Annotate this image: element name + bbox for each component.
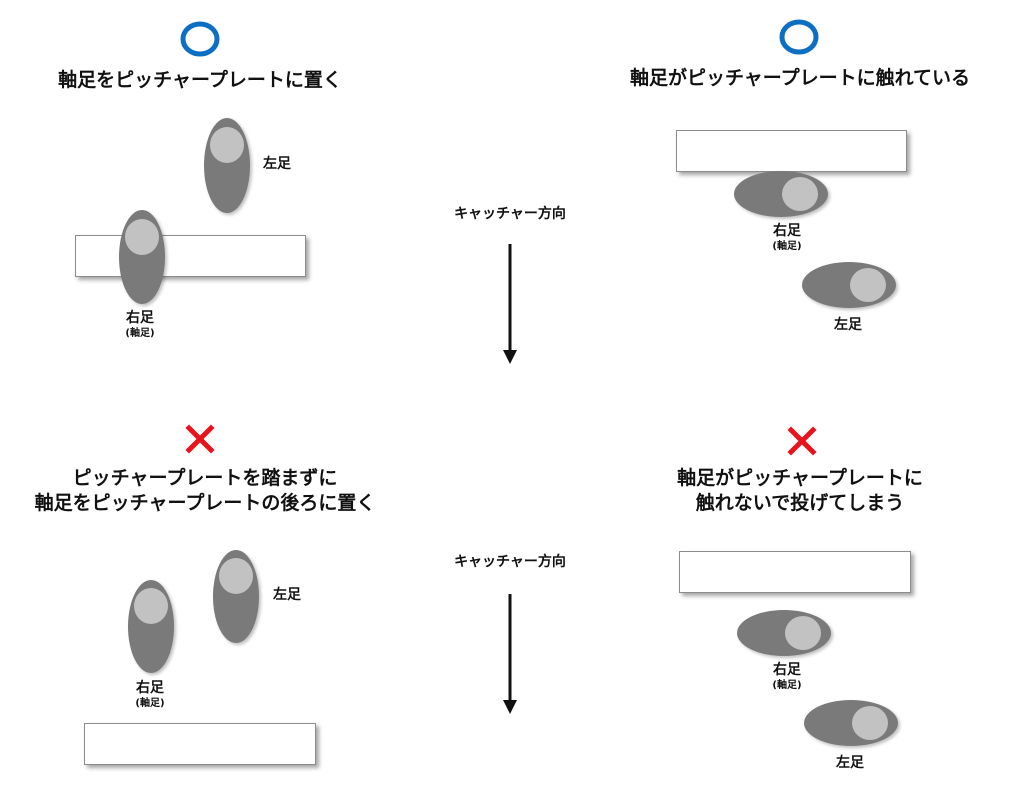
right-foot-pivot — [128, 580, 174, 673]
left-foot — [804, 700, 898, 746]
right-foot-heel — [785, 616, 821, 650]
right-foot-pivot — [119, 210, 165, 304]
right-foot-pivot — [734, 171, 828, 217]
incorrect-cross-icon — [787, 426, 817, 456]
heading-bottom-left-line1: ピッチャープレートを踏まずに — [72, 467, 338, 489]
correct-circle-icon — [779, 19, 819, 55]
left-foot-label: 左足 — [836, 755, 864, 771]
heading-bottom-left-line2: 軸足をピッチャープレートの後ろに置く — [34, 492, 376, 514]
down-arrow-icon — [503, 594, 517, 714]
left-foot-label: 左足 — [263, 156, 291, 172]
heading-top-right: 軸足がピッチャープレートに触れている — [629, 67, 971, 89]
pivot-foot-note: (軸足) — [135, 698, 165, 709]
pitcher-plate — [84, 723, 316, 765]
right-foot-heel — [782, 177, 818, 211]
right-foot-label: 右足 — [126, 310, 154, 326]
left-foot-label: 左足 — [834, 317, 862, 333]
left-foot — [213, 550, 259, 643]
left-foot-heel — [852, 706, 888, 740]
left-foot — [204, 118, 250, 213]
left-foot-label: 左足 — [273, 587, 301, 603]
right-foot-heel — [134, 588, 168, 624]
right-foot-label: 右足 — [136, 680, 164, 696]
right-foot-heel — [125, 219, 159, 255]
pivot-foot-note: (軸足) — [125, 328, 155, 339]
pivot-foot-note: (軸足) — [772, 680, 802, 691]
right-foot-label: 右足 — [773, 662, 801, 678]
pitcher-plate — [679, 551, 911, 593]
catcher-direction-label: キャッチャー方向 — [454, 206, 566, 222]
left-foot-heel — [210, 127, 244, 163]
pitcher-plate — [75, 235, 306, 277]
right-foot-label: 右足 — [773, 223, 801, 239]
pitcher-plate — [676, 130, 907, 172]
heading-top-left: 軸足をピッチャープレートに置く — [58, 69, 342, 91]
correct-circle-icon — [180, 21, 220, 57]
left-foot — [802, 262, 896, 308]
right-foot-pivot — [737, 610, 831, 656]
catcher-direction-label: キャッチャー方向 — [454, 554, 566, 570]
heading-bottom-right-line1: 軸足がピッチャープレートに — [677, 467, 923, 489]
down-arrow-icon — [503, 244, 517, 364]
incorrect-cross-icon — [185, 424, 215, 454]
heading-bottom-right-line2: 触れないで投げてしまう — [695, 492, 905, 514]
pivot-foot-note: (軸足) — [772, 241, 802, 252]
left-foot-heel — [850, 268, 886, 302]
left-foot-heel — [219, 558, 253, 594]
